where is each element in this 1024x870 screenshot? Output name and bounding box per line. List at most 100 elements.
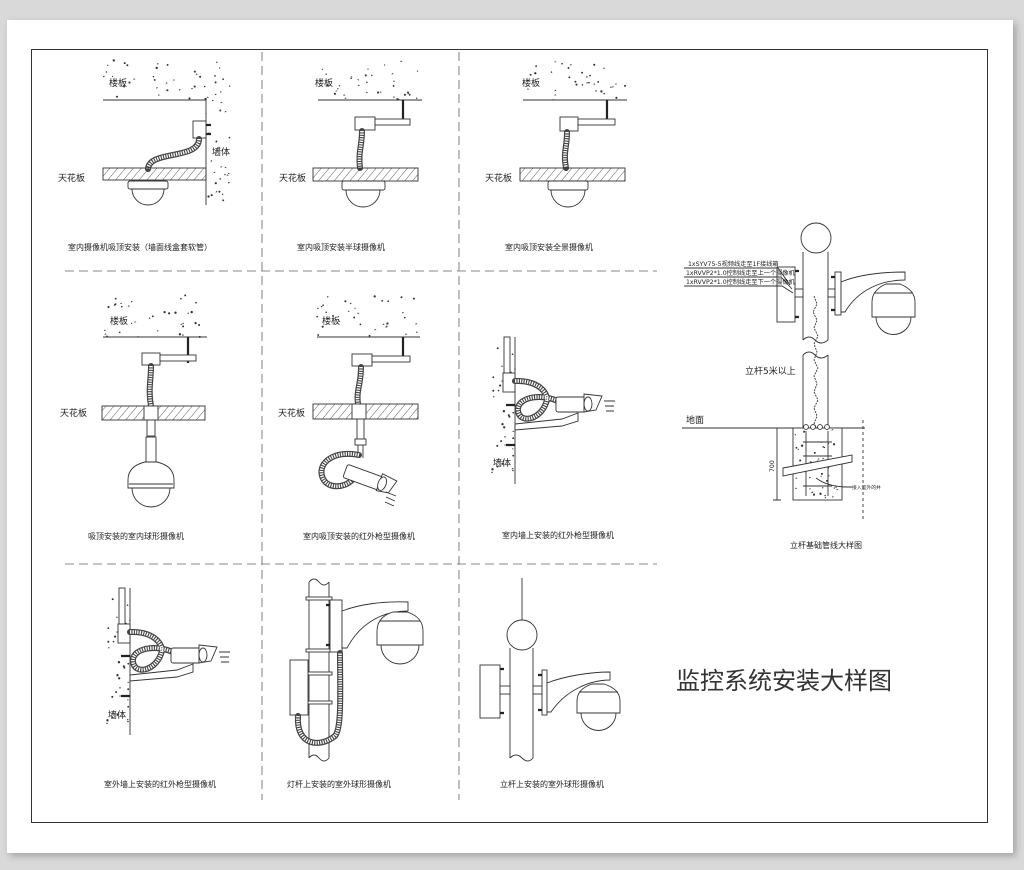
concrete-speckle: [228, 85, 231, 87]
concrete-speckle: [567, 67, 570, 69]
concrete-speckle: [316, 315, 319, 318]
concrete-speckle: [219, 91, 222, 93]
concrete-speckle: [226, 174, 229, 176]
wall-texture: [205, 101, 231, 202]
concrete-speckle: [218, 146, 221, 148]
panel-caption: 室内吸顶安装半球摄像机: [297, 242, 385, 252]
concrete-speckle: [357, 84, 360, 86]
concrete-speckle: [831, 429, 834, 431]
concrete-speckle: [123, 85, 126, 88]
floor-slab-texture: [527, 61, 626, 101]
panel-caption: 室外墙上安装的红外枪型摄像机: [104, 779, 216, 789]
concrete-speckle: [153, 78, 156, 81]
concrete-speckle: [178, 333, 182, 336]
concrete-speckle: [401, 311, 405, 314]
flexible-conduit: [146, 138, 201, 170]
concrete-speckle: [193, 85, 196, 88]
concrete-speckle: [809, 488, 811, 490]
concrete-speckle: [381, 300, 384, 302]
ceiling-label: 天花板: [278, 407, 305, 419]
concrete-speckle: [182, 334, 184, 336]
concrete-speckle: [180, 323, 183, 326]
concrete-speckle: [338, 320, 341, 322]
junction-box: [192, 120, 207, 139]
control-box: [479, 664, 501, 719]
arm-connector: [827, 288, 836, 298]
concrete-speckle: [188, 97, 191, 100]
wall-label: 墙体: [493, 457, 511, 469]
concrete-speckle: [174, 311, 177, 314]
anchor-bolts: [803, 424, 830, 430]
outlet-conduit: [815, 477, 852, 488]
lamp-pole: [308, 582, 330, 758]
concrete-speckle: [222, 78, 224, 81]
concrete-speckle: [344, 97, 347, 100]
concrete-speckle: [104, 333, 107, 335]
concrete-speckle: [380, 91, 382, 93]
concrete-speckle: [403, 93, 406, 96]
concrete-speckle: [554, 61, 557, 63]
concrete-speckle: [317, 334, 320, 336]
concrete-speckle: [822, 487, 824, 489]
concrete-speckle: [103, 329, 107, 332]
concrete-speckle: [337, 88, 339, 90]
concrete-speckle: [103, 75, 105, 78]
concrete-speckle: [794, 434, 797, 436]
panel-caption: 室内吸顶安装的红外枪型摄像机: [303, 531, 415, 541]
pendant-tube: [146, 419, 156, 437]
mount-bracket: [356, 418, 365, 440]
concrete-speckle: [105, 71, 108, 73]
infrared-beam-icon: [384, 491, 397, 507]
depth-dimension-line: [773, 427, 781, 501]
floor-slab-texture: [321, 60, 419, 100]
pole-top-ball: [506, 619, 538, 651]
concrete-speckle: [603, 92, 605, 95]
concrete-speckle: [228, 172, 230, 175]
standing-pole: [509, 648, 534, 758]
concrete-speckle: [325, 311, 327, 314]
concrete-speckle: [210, 160, 213, 162]
concrete-speckle: [350, 302, 352, 305]
concrete-speckle: [166, 89, 169, 92]
concrete-speckle: [822, 457, 825, 460]
concrete-speckle: [219, 109, 222, 112]
concrete-speckle: [404, 333, 408, 335]
concrete-speckle: [224, 173, 227, 176]
concrete-speckle: [190, 310, 193, 314]
concrete-speckle: [214, 93, 217, 96]
concrete-speckle: [148, 317, 151, 319]
concrete-speckle: [115, 95, 119, 98]
half-dome-camera-icon: [341, 180, 386, 208]
floor-slab-texture: [316, 295, 418, 337]
concrete-speckle: [350, 76, 353, 78]
concrete-speckle: [554, 94, 557, 96]
camera-arm: [546, 671, 611, 713]
concrete-speckle: [826, 479, 828, 482]
concrete-speckle: [320, 305, 323, 308]
concrete-speckle: [357, 312, 360, 314]
concrete-speckle: [114, 297, 117, 300]
concrete-speckle: [795, 487, 798, 489]
concrete-speckle: [215, 140, 218, 143]
concrete-speckle: [589, 74, 591, 77]
callout-leader: [684, 267, 791, 286]
concrete-speckle: [371, 74, 373, 77]
box-connector: [499, 685, 511, 695]
concrete-speckle: [155, 66, 158, 70]
concrete-speckle: [126, 64, 129, 67]
concrete-speckle: [198, 324, 201, 326]
concrete-speckle: [134, 321, 137, 323]
concrete-speckle: [795, 446, 798, 449]
concrete-speckle: [373, 295, 376, 298]
concrete-speckle: [114, 303, 117, 306]
ceiling-junction: [351, 403, 367, 420]
ceiling-junction: [143, 405, 159, 421]
box-bolts: [500, 667, 504, 715]
concrete-speckle: [156, 87, 159, 89]
concrete-speckle: [386, 322, 389, 325]
concrete-speckle: [172, 79, 176, 81]
concrete-speckle: [107, 64, 109, 67]
concrete-speckle: [316, 307, 320, 309]
concrete-speckle: [219, 178, 221, 180]
concrete-speckle: [586, 82, 589, 84]
